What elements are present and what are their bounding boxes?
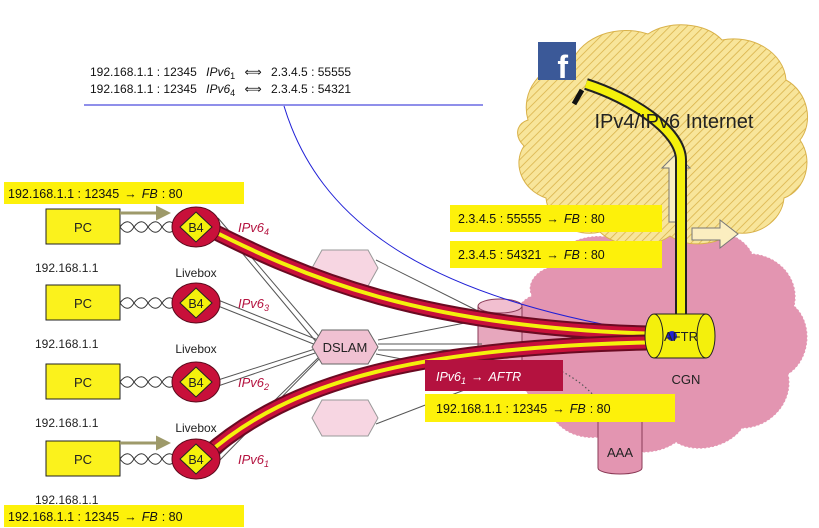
- flow-nat-1: 2.3.4.5 : 55555→FB: 80: [450, 205, 662, 232]
- dslam-label: DSLAM: [323, 340, 368, 355]
- svg-text:192.168.1.1 : 12345→FB: 80: 192.168.1.1 : 12345→FB: 80: [8, 187, 183, 201]
- annotation-pointer: [283, 105, 673, 337]
- flow-inner: 192.168.1.1 : 12345→FB: 80: [425, 394, 675, 422]
- svg-text:192.168.1.1 : 12345→FB: 80: 192.168.1.1 : 12345→FB: 80: [8, 510, 183, 524]
- cable-twist: [119, 221, 177, 233]
- host-ip: 192.168.1.1: [35, 261, 99, 275]
- pc-box[interactable]: [45, 284, 121, 321]
- nat-table: 192.168.1.1 : 12345 IPv61 ⟺ 2.3.4.5 : 55…: [90, 65, 351, 99]
- tunnel-label: IPv63: [238, 296, 269, 313]
- flow-top-left: 192.168.1.1 : 12345→FB: 80: [4, 182, 244, 204]
- livebox-label: Livebox: [175, 342, 216, 356]
- cable-twist: [119, 297, 177, 309]
- host-row-1: PC B4 192.168.1.1 Livebox IPv64: [35, 206, 269, 280]
- cable-twist: [119, 453, 177, 465]
- livebox-label: Livebox: [175, 266, 216, 280]
- route-to-internet: [584, 78, 687, 318]
- b4-label: B4: [188, 376, 203, 390]
- host-ip: 192.168.1.1: [35, 416, 99, 430]
- host-ip: 192.168.1.1: [35, 493, 99, 507]
- host-row-2: PC B4 192.168.1.1 Livebox IPv63: [35, 282, 269, 356]
- cgn-label: CGN: [672, 372, 701, 387]
- b4-label: B4: [188, 453, 203, 467]
- nat-row-1: 192.168.1.1 : 12345 IPv61 ⟺ 2.3.4.5 : 55…: [90, 65, 351, 82]
- flow-nat-2: 2.3.4.5 : 54321→FB: 80: [450, 241, 662, 268]
- nat-row-2: 192.168.1.1 : 12345 IPv64 ⟺ 2.3.4.5 : 54…: [90, 82, 351, 99]
- pc-box[interactable]: [45, 440, 121, 477]
- host-row-4: PC B4 192.168.1.1 IPv61: [35, 438, 269, 507]
- pc-box[interactable]: [45, 363, 121, 400]
- b4-label: B4: [188, 221, 203, 235]
- b4-diamond: [179, 287, 213, 319]
- tunnel-label: IPv61: [238, 452, 269, 469]
- pc-box[interactable]: [45, 208, 121, 245]
- cable-twist: [119, 376, 177, 388]
- facebook-logo[interactable]: f: [538, 42, 576, 85]
- dslam-node: [311, 329, 379, 365]
- host-ip: 192.168.1.1: [35, 337, 99, 351]
- facebook-logo-letter: f: [557, 49, 568, 85]
- internet-label: IPv4/IPv6 Internet: [595, 111, 754, 133]
- pc-label: PC: [74, 220, 92, 235]
- svg-text:192.168.1.1 : 12345→FB: 80: 192.168.1.1 : 12345→FB: 80: [436, 402, 611, 416]
- right-arrow-outline: [691, 218, 739, 250]
- b4-diamond: [179, 366, 213, 398]
- b4-label: B4: [188, 297, 203, 311]
- flow-bottom-left: 192.168.1.1 : 12345→FB: 80: [4, 505, 244, 527]
- tunnel-b4-4: [201, 219, 671, 342]
- pc-label: PC: [74, 375, 92, 390]
- svg-text:2.3.4.5 : 54321→FB: 80: 2.3.4.5 : 54321→FB: 80: [458, 248, 605, 262]
- livebox-label: Livebox: [175, 421, 216, 435]
- flow-encap: IPv61→AFTR: [425, 360, 563, 391]
- svg-text:IPv61→AFTR: IPv61→AFTR: [436, 370, 521, 386]
- tunnel-label: IPv62: [238, 375, 269, 392]
- svg-text:2.3.4.5 : 55555→FB: 80: 2.3.4.5 : 55555→FB: 80: [458, 212, 605, 226]
- route-arrow-head: [571, 88, 585, 106]
- dslam-spare-bottom: [311, 399, 379, 437]
- aaa-label: AAA: [607, 445, 633, 460]
- b4-diamond: [179, 211, 213, 243]
- pc-label: PC: [74, 296, 92, 311]
- aftr-dot: [667, 331, 677, 341]
- aftr-node[interactable]: [644, 313, 716, 359]
- pc-label: PC: [74, 452, 92, 467]
- host-row-3: PC B4 192.168.1.1 Livebox IPv62: [35, 361, 269, 435]
- aftr-label: AFTR: [664, 329, 698, 344]
- tunnel-label: IPv64: [238, 220, 269, 237]
- b4-diamond: [179, 443, 213, 475]
- tunnel-b4-1: [199, 334, 671, 462]
